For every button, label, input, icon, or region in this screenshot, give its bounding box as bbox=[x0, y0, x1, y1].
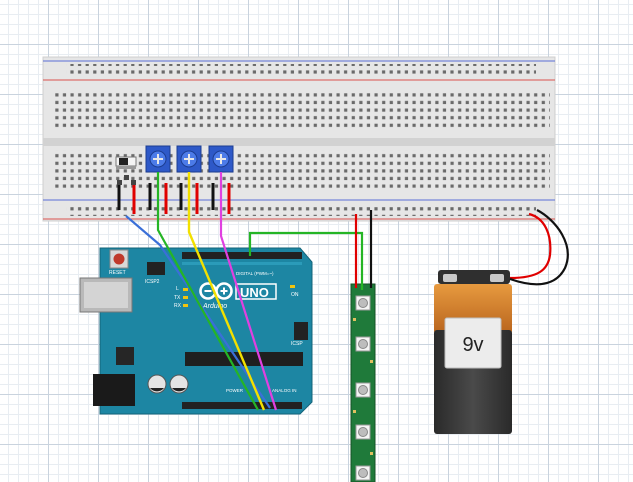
wire-yellow bbox=[187, 172, 266, 411]
arduino-brand: UNO bbox=[240, 285, 269, 300]
icsp2-header bbox=[147, 262, 165, 275]
icsp2-label: ICSP2 bbox=[145, 279, 160, 285]
voltage-regulator bbox=[116, 347, 134, 365]
reset-label: RESET bbox=[109, 270, 126, 276]
microcontroller-chip bbox=[185, 352, 303, 366]
power-analog-header bbox=[182, 402, 302, 409]
battery-terminal bbox=[490, 274, 504, 282]
wire-magenta bbox=[219, 172, 278, 411]
power-label: POWER bbox=[226, 388, 244, 393]
digital-header bbox=[182, 252, 302, 259]
arduino-logo-icon bbox=[199, 282, 233, 300]
center-channel bbox=[43, 138, 555, 146]
arduino-sub-brand: Arduino bbox=[202, 303, 227, 310]
wire-black-battery bbox=[509, 209, 569, 286]
digital-label: DIGITAL (PWM=~) bbox=[236, 271, 274, 276]
wire-green-pot bbox=[156, 172, 259, 411]
icsp-label: ICSP bbox=[291, 341, 303, 347]
l-label: L bbox=[176, 286, 179, 292]
dc-power-jack bbox=[93, 374, 135, 406]
lower-terminal-block bbox=[52, 150, 550, 191]
led-pixel bbox=[355, 382, 371, 398]
slide-switch[interactable] bbox=[115, 156, 137, 169]
led-pixel bbox=[355, 336, 371, 352]
battery-9v bbox=[434, 270, 512, 434]
analog-label: ANALOG IN bbox=[272, 388, 297, 393]
bottom-power-rail bbox=[66, 203, 536, 216]
rx-label: RX bbox=[174, 303, 182, 309]
breadboard-jumpers bbox=[117, 175, 231, 214]
potentiometer-3[interactable] bbox=[208, 145, 234, 173]
battery-voltage-label: 9v bbox=[462, 334, 483, 356]
top-power-rail bbox=[66, 64, 536, 77]
potentiometer-1[interactable] bbox=[145, 145, 171, 173]
led-pixel bbox=[355, 465, 371, 481]
arduino-uno-board bbox=[79, 247, 313, 415]
led-pixel bbox=[355, 295, 371, 311]
tx-label: TX bbox=[174, 295, 181, 301]
on-label: ON bbox=[291, 292, 299, 298]
led-pixel bbox=[355, 424, 371, 440]
battery-terminal bbox=[443, 274, 457, 282]
upper-terminal-block bbox=[52, 90, 550, 131]
wire-red-battery bbox=[509, 212, 552, 280]
potentiometer-2[interactable] bbox=[176, 145, 202, 173]
led-strip bbox=[350, 283, 376, 482]
icsp-header bbox=[294, 322, 308, 340]
wire-blue bbox=[125, 215, 271, 409]
wire-green-data bbox=[248, 231, 364, 290]
breadboard bbox=[42, 56, 556, 222]
